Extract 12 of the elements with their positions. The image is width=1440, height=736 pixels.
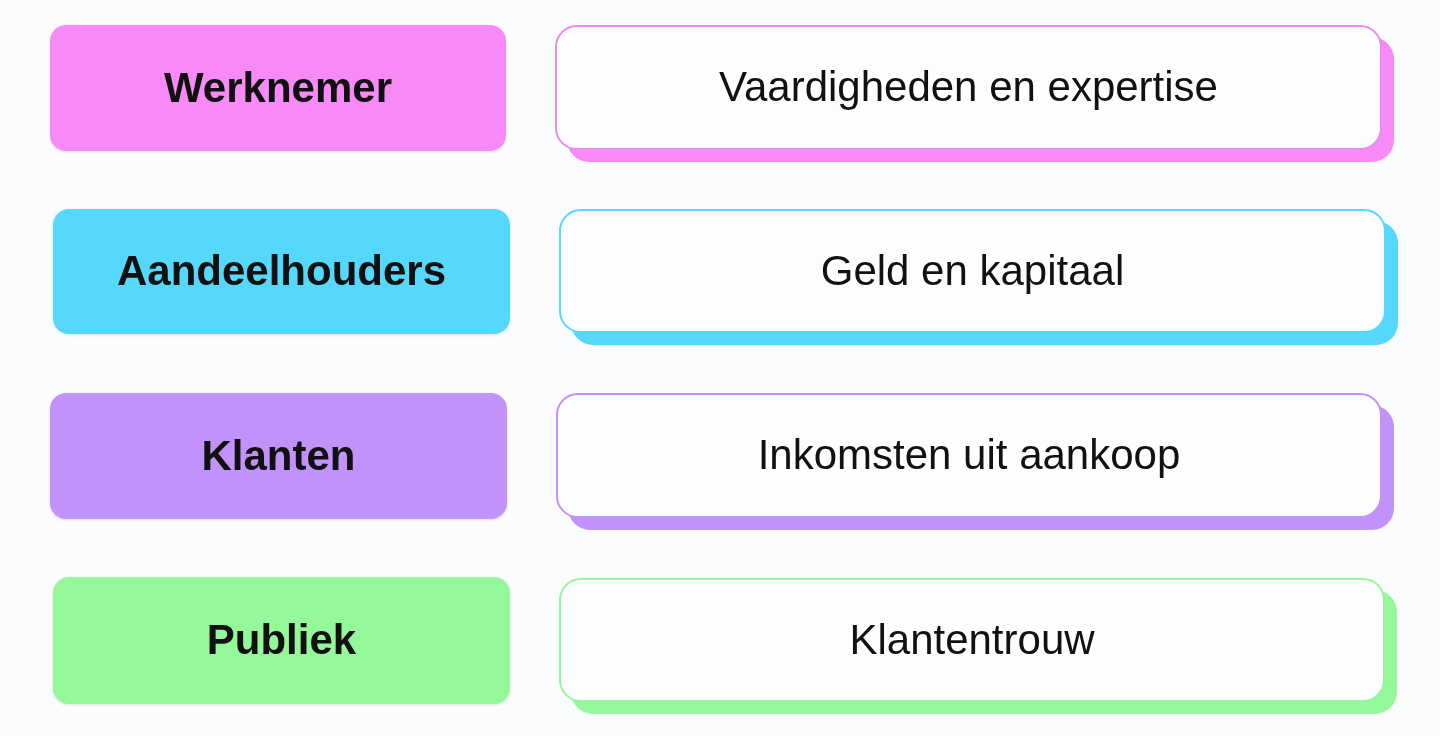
stakeholder-box: [50, 25, 506, 151]
contribution-label: Vaardigheden en expertise: [719, 62, 1218, 113]
contribution-label: Geld en kapitaal: [820, 245, 1125, 296]
stakeholder-label: Klanten: [201, 430, 356, 481]
stakeholder-box: [53, 209, 510, 334]
contribution-label: Klantentrouw: [849, 614, 1095, 665]
stakeholder-box: [53, 577, 510, 704]
stakeholder-label: Werknemer: [164, 62, 392, 113]
stakeholder-label: Publiek: [206, 615, 357, 666]
stakeholder-box: [50, 393, 507, 519]
stakeholder-label: Aandeelhouders: [116, 246, 447, 297]
contribution-label: Inkomsten uit aankoop: [757, 430, 1181, 481]
